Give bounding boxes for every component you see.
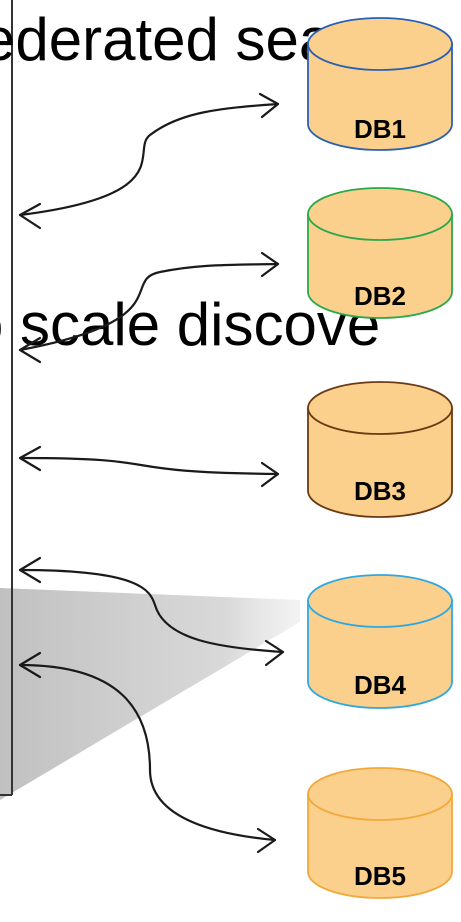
database-label: DB1 [354, 114, 406, 144]
cylinder-top [307, 17, 453, 71]
arrow-db5 [18, 651, 277, 854]
cylinder-body [307, 793, 453, 899]
database-label: DB2 [354, 281, 406, 311]
cylinder-body [307, 213, 453, 319]
arrow-db1 [18, 92, 280, 230]
database-label: DB5 [354, 861, 406, 891]
database-db4: DB4 [307, 574, 453, 709]
background-title-line-1: ederated sear [0, 6, 352, 73]
database-label: DB3 [354, 476, 406, 506]
database-db3: DB3 [307, 381, 453, 518]
arrow-db3 [18, 445, 280, 488]
cylinder-top [307, 574, 453, 628]
database-label: DB4 [354, 670, 407, 700]
cylinder-top [307, 187, 453, 241]
database-db1: DB1 [307, 17, 453, 151]
arrow-db4 [18, 556, 285, 667]
arrow-db2 [18, 251, 280, 364]
cylinder-body [307, 43, 453, 151]
cylinder-body [307, 600, 453, 709]
cylinder-top [307, 767, 453, 821]
background-shadow [0, 588, 300, 800]
database-db5: DB5 [307, 767, 453, 899]
cylinder-top [307, 381, 453, 435]
database-db2: DB2 [307, 187, 453, 319]
cylinder-body [307, 407, 453, 518]
